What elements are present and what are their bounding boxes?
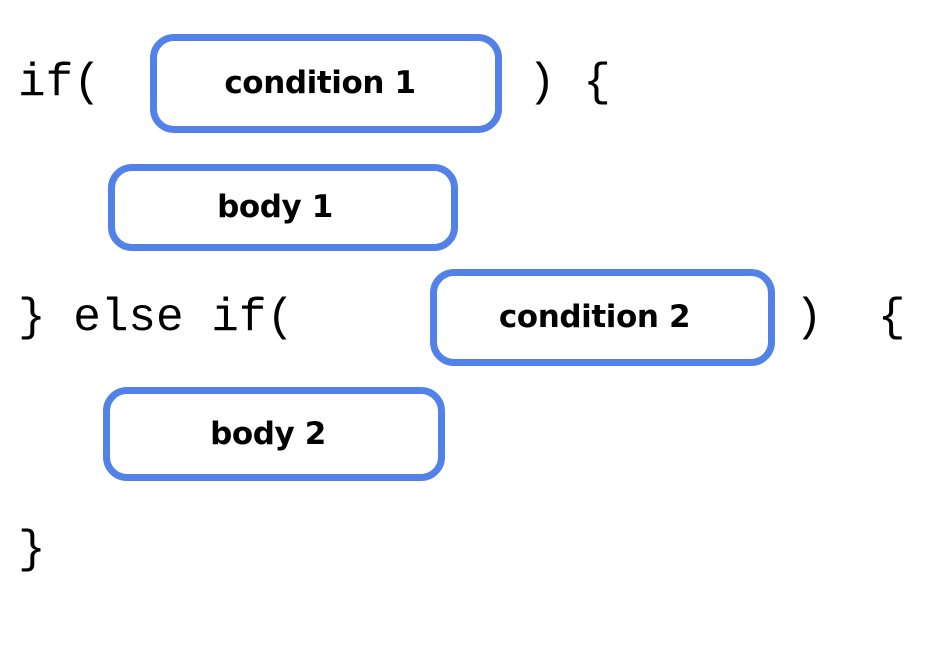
slot-condition-2-label: condition 2 [498,299,691,335]
slot-body-2[interactable]: body 2 [103,387,445,481]
code-if-close: ) { [528,57,611,109]
slot-body-2-label: body 2 [210,415,326,452]
slot-condition-1-label: condition 1 [224,65,416,101]
code-else-if-keyword: } else if( [18,292,295,344]
slot-condition-2[interactable]: condition 2 [430,269,775,366]
slot-condition-1[interactable]: condition 1 [150,34,502,133]
code-end-brace: } [18,524,46,576]
slot-body-1[interactable]: body 1 [108,164,458,251]
code-if-keyword: if( [18,57,101,109]
code-else-close: ) { [795,292,906,344]
slot-body-1-label: body 1 [217,189,333,225]
